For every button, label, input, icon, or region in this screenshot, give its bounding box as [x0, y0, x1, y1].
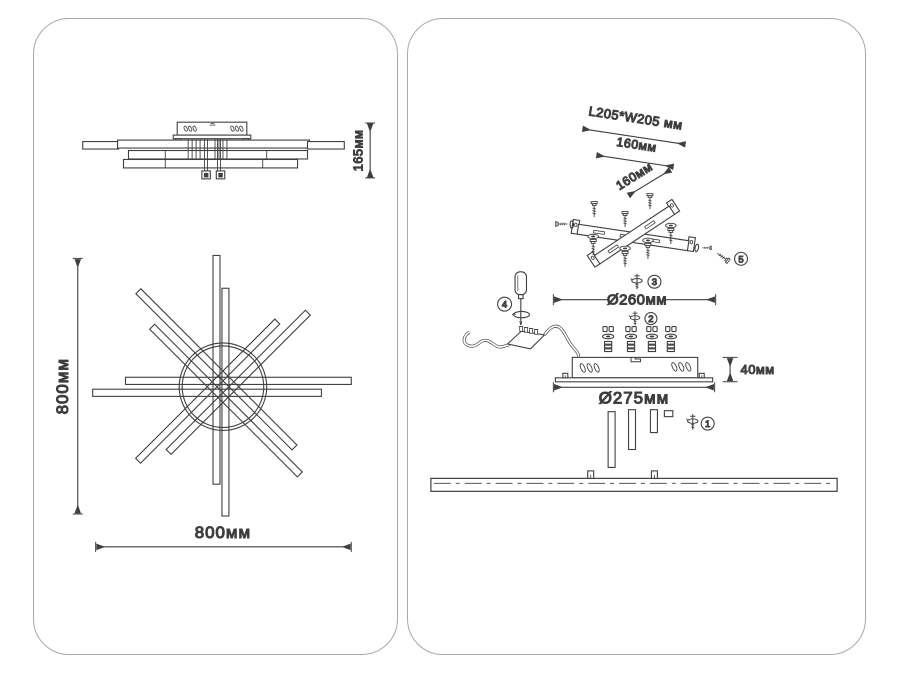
screw-icon [701, 245, 713, 251]
light-rods-plan [92, 254, 352, 517]
bracket-width-label: 160мм [616, 135, 658, 155]
callout-1: 1 [705, 419, 710, 430]
callout-5-circle [734, 251, 749, 266]
dim-canopy-diameter: Ø260мм [552, 291, 717, 309]
fastener-set-2: 2 [628, 310, 658, 326]
mounting-bracket [554, 193, 697, 268]
callout-3-circle [647, 274, 662, 289]
center-ring-outer [178, 342, 268, 432]
fastener-set-3: 3 [630, 273, 662, 290]
mounting-rail [430, 470, 838, 492]
mounting-parts: 1 [607, 409, 715, 468]
wiring-step: 4 [462, 271, 581, 358]
canopy-diameter-label: Ø260мм [607, 292, 667, 309]
washer-icon [619, 245, 631, 252]
screw-turn-icon [628, 310, 641, 326]
base-vent-slots-icon [579, 362, 692, 373]
light-bars-side [82, 139, 345, 169]
dim-plan-width: 800мм [95, 522, 352, 552]
dim-base-diameter: Ø275мм [552, 382, 716, 408]
dim-base-height: 40мм [722, 356, 775, 383]
dimensions-drawing: 165мм [52, 121, 376, 552]
supply-wires [462, 324, 581, 358]
side-view: 165мм [82, 121, 376, 180]
canopy-plate [172, 134, 252, 140]
screw-turn-icon [630, 273, 643, 290]
screw-icon [621, 210, 629, 228]
washer-icon [587, 233, 600, 240]
callout-1-circle [700, 416, 715, 431]
screw-turn-icon [685, 413, 699, 431]
callout-5: 5 [738, 254, 743, 265]
screw-icon [621, 250, 629, 268]
base-keyhole-notch [630, 357, 641, 363]
screw-icon [644, 242, 652, 260]
screw-icon [715, 250, 731, 264]
installation-panel: L205*W205 мм 160мм 160мм [407, 18, 866, 655]
screwdriver-icon [514, 271, 528, 326]
callout-2-circle [644, 312, 658, 326]
plan-width-label: 800мм [195, 523, 251, 542]
washer-icon [642, 237, 654, 244]
side-screw-left [554, 220, 575, 229]
screw-icon [590, 201, 598, 218]
bracket-outer-label: L205*W205 мм [588, 103, 684, 132]
canopy-vent-slots-icon [183, 123, 244, 132]
fastener-set-5: 5 [694, 243, 749, 266]
center-ring-inner [181, 345, 265, 429]
screw-icon [646, 193, 654, 210]
hanger-rods [187, 139, 228, 171]
spot-heads [201, 170, 226, 180]
callout-4-circle [497, 296, 513, 312]
callout-2: 2 [648, 314, 653, 325]
dim-plan-height: 800мм [52, 257, 83, 515]
dimensions-panel: 165мм [33, 18, 398, 655]
standoff-hardware [602, 325, 677, 353]
plan-view: 800мм 800мм [52, 254, 352, 552]
canopy-box [176, 121, 248, 136]
base-diameter-label: Ø275мм [599, 389, 670, 408]
plan-height-label: 800мм [53, 358, 72, 414]
turn-arrow-icon [512, 310, 531, 319]
dim-bracket-width: 160мм [595, 134, 675, 171]
callout-4: 4 [502, 300, 507, 311]
bracket-depth-label: 160мм [614, 160, 656, 193]
base-height-label: 40мм [741, 362, 775, 377]
washer-icon [665, 222, 677, 229]
canopy-base [554, 356, 714, 383]
dim-fixture-height: 165мм [350, 122, 376, 179]
installation-drawing: L205*W205 мм 160мм 160мм [430, 103, 838, 492]
fixture-height-label: 165мм [351, 130, 366, 172]
terminal-block [506, 326, 546, 350]
callout-3: 3 [652, 277, 657, 288]
base-flange [554, 377, 714, 383]
